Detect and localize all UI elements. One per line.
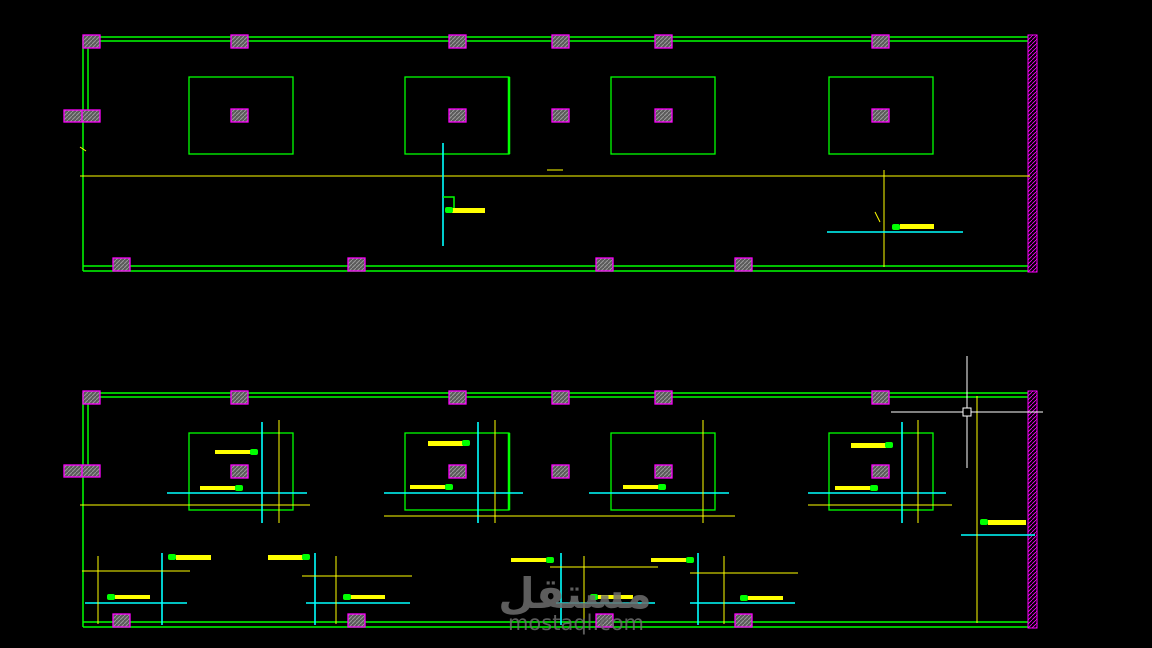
fixture-sockets	[445, 207, 900, 230]
plan-top	[63, 34, 1038, 273]
panel-fixture-bars	[200, 441, 1026, 525]
panel-dimensions	[80, 396, 978, 623]
panel-fixtures-cyan	[167, 422, 1035, 536]
lower-fixture-bars	[115, 555, 783, 600]
plan-bottom	[63, 390, 1038, 629]
watermark-latin: mostaql.com	[508, 611, 644, 635]
fixture-bars	[452, 208, 934, 229]
lower-fixture-sockets	[107, 554, 748, 601]
right-wall	[1027, 34, 1038, 273]
dimension-lines	[79, 146, 1030, 267]
watermark-arabic: مستقل	[498, 569, 652, 618]
lower-dimensions	[82, 556, 798, 624]
crosshair-pickbox-icon[interactable]	[891, 356, 1043, 468]
watermark: مستقل mostaql.com	[498, 569, 652, 635]
lower-fixtures-cyan	[85, 553, 795, 625]
panel-fixture-sockets	[235, 440, 988, 525]
columns	[63, 390, 890, 628]
fixtures	[442, 143, 963, 246]
ceiling-panels	[188, 432, 934, 511]
right-wall	[1027, 390, 1038, 629]
ceiling-panels	[188, 76, 934, 155]
columns	[63, 34, 890, 272]
